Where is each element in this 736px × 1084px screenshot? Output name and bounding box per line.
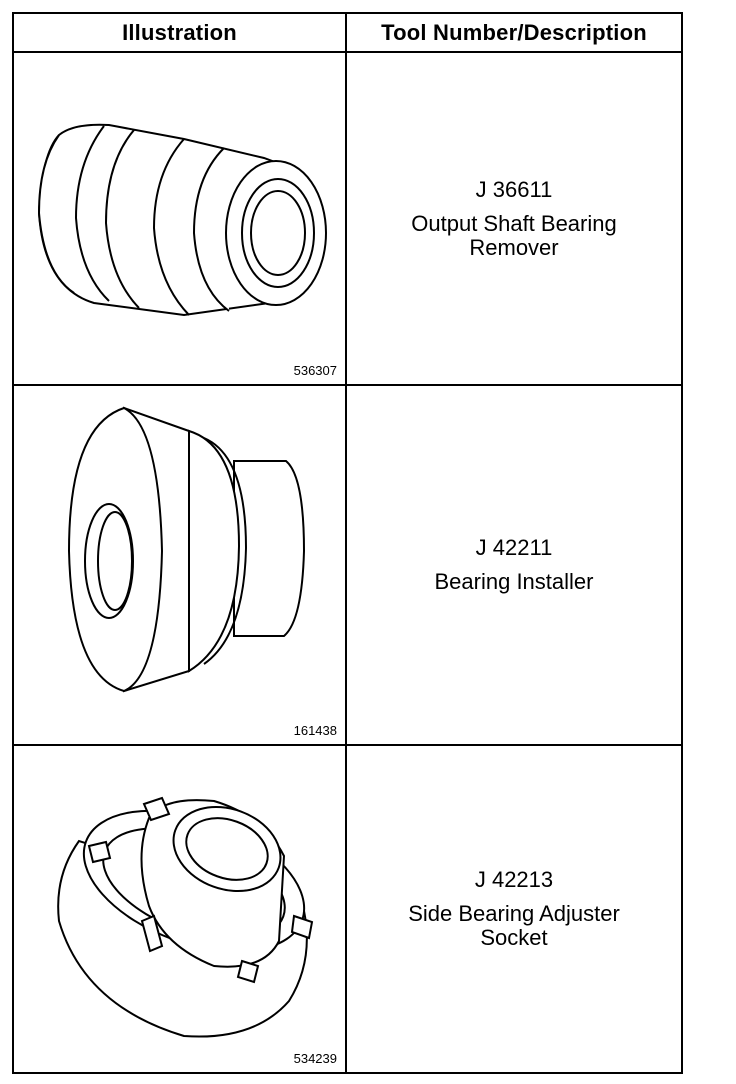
table-row: 534239 J 42213 Side Bearing Adjuster Soc…	[14, 746, 681, 1072]
tool-description-cell: J 42213 Side Bearing Adjuster Socket	[347, 746, 681, 1072]
bearing-installer-drawing	[67, 406, 306, 693]
tool-number: J 42213	[474, 867, 554, 892]
tool-description: Output Shaft Bearing Remover	[411, 210, 617, 260]
table-header: Illustration Tool Number/Description	[14, 14, 681, 53]
figure-id: 161438	[293, 723, 337, 738]
bearing-remover-drawing	[37, 123, 327, 317]
tool-table: Illustration Tool Number/Description 536…	[12, 12, 683, 1074]
table-row: 161438 J 42211 Bearing Installer	[14, 386, 681, 746]
figure-id: 536307	[293, 363, 337, 378]
illustration-cell: 536307	[14, 53, 345, 384]
tool-number: J 36611	[475, 176, 553, 202]
illustration-cell: 534239	[14, 746, 345, 1072]
tool-description-cell: J 36611 Output Shaft Bearing Remover	[347, 53, 681, 384]
illustration-cell: 161438	[14, 386, 345, 744]
column-divider	[345, 14, 347, 1072]
figure-id: 534239	[293, 1051, 337, 1066]
tool-description: Bearing Installer	[434, 569, 594, 594]
tool-description: Side Bearing Adjuster Socket	[408, 901, 620, 950]
tool-header: Tool Number/Description	[381, 19, 647, 45]
adjuster-socket-drawing	[57, 796, 314, 1038]
tool-number: J 42211	[475, 535, 553, 560]
tool-description-cell: J 42211 Bearing Installer	[347, 386, 681, 744]
illustration-header: Illustration	[122, 19, 237, 45]
table-row: 536307 J 36611 Output Shaft Bearing Remo…	[14, 53, 681, 386]
